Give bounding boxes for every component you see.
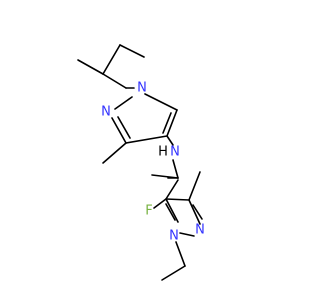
atom-label-n: N — [137, 81, 147, 96]
bond — [166, 135, 174, 146]
bond — [165, 198, 179, 223]
atom-label-n: N — [169, 229, 179, 244]
bond — [192, 204, 203, 220]
structure-diagram: N N N H N N F — [77, 44, 205, 281]
bond — [144, 93, 178, 111]
atom-label-n: N — [170, 145, 180, 160]
atom-label-n: N — [195, 223, 205, 238]
bond — [175, 241, 186, 267]
bond — [162, 112, 172, 134]
atom-label-h: H — [158, 145, 168, 160]
bond — [111, 117, 127, 144]
bond — [172, 159, 179, 179]
bond — [161, 265, 186, 281]
bond — [165, 198, 190, 201]
bond — [77, 59, 104, 75]
bond — [125, 135, 168, 144]
atom-label-n: N — [101, 105, 111, 120]
bond — [166, 109, 178, 137]
bond — [188, 171, 201, 201]
bond — [165, 179, 179, 200]
bond — [188, 199, 201, 225]
bond — [179, 232, 195, 237]
molecule-canvas: N N N H N N F — [77, 44, 205, 281]
bond — [102, 73, 127, 89]
bond — [102, 142, 127, 164]
atom-label-f: F — [145, 204, 152, 219]
bond — [114, 96, 133, 110]
bond — [165, 203, 176, 221]
bond — [119, 44, 145, 58]
bond — [102, 44, 121, 75]
bond — [153, 198, 167, 209]
bond — [117, 116, 131, 139]
